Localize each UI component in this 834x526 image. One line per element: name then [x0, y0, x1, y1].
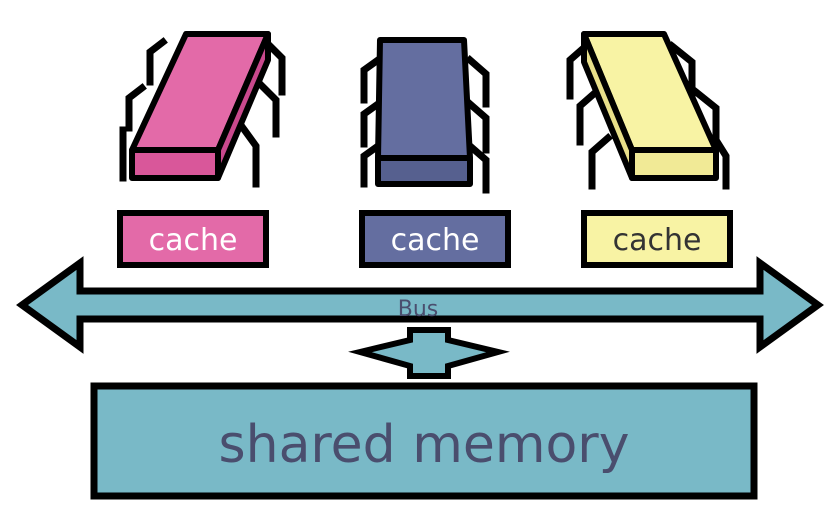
processor-chip-yellow: [566, 31, 730, 190]
cache-purple-label: cache: [391, 223, 480, 258]
cache-pink: cache: [117, 210, 269, 268]
cache-pink-label: cache: [149, 223, 238, 258]
cache-purple: cache: [359, 210, 511, 268]
cache-yellow-label: cache: [613, 223, 702, 258]
shared-memory-label: shared memory: [219, 415, 630, 475]
processor-chip-pink: [119, 31, 286, 188]
bus-arrow: Bus: [16, 256, 824, 354]
processor-chip-purple: [360, 37, 490, 194]
bus-memory-connector: [348, 327, 510, 379]
shared-memory-block: shared memory: [90, 382, 758, 500]
bus-label: Bus: [398, 297, 439, 322]
cache-yellow: cache: [581, 210, 733, 268]
